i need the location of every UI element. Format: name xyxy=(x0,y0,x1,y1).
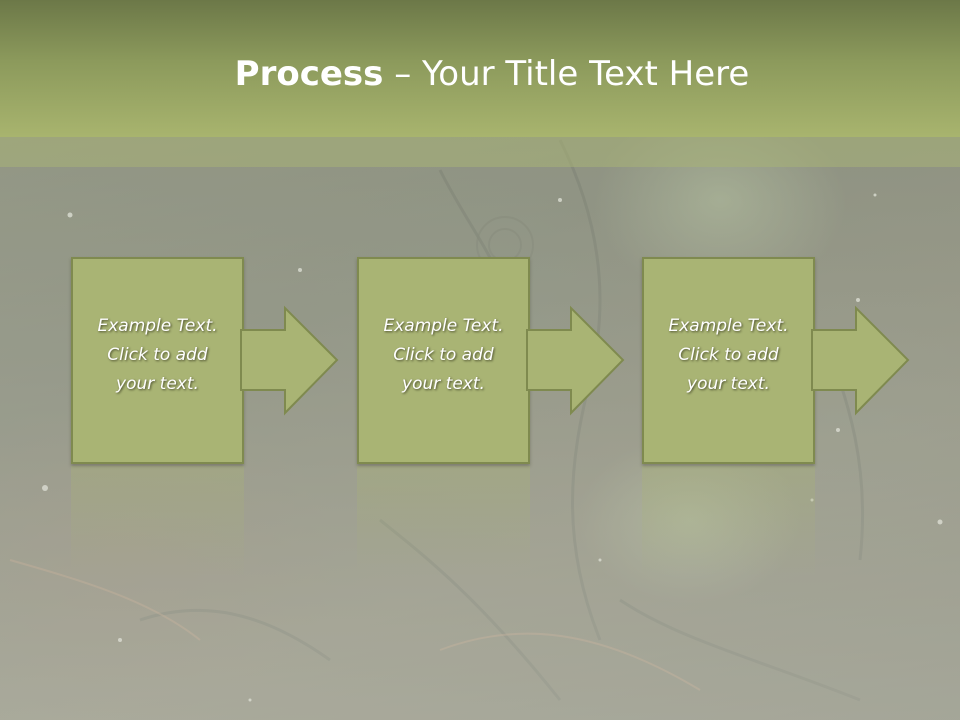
step-1-box[interactable]: Example Text. Click to add your text. xyxy=(71,257,244,464)
step-1-reflection xyxy=(71,466,244,576)
slide-title-bold: Process xyxy=(234,54,384,94)
step-2-line-1: Example Text. xyxy=(383,316,504,336)
step-1-line-1: Example Text. xyxy=(97,316,218,336)
title-banner xyxy=(0,0,960,137)
step-2-line-3: your text. xyxy=(402,374,485,394)
title-banner-strip xyxy=(0,137,960,167)
step-3-box[interactable]: Example Text. Click to add your text. xyxy=(642,257,815,464)
step-3-line-2: Click to add xyxy=(678,345,779,365)
slide-title-rest: Your Title Text Here xyxy=(422,54,750,94)
slide-title[interactable]: Process – Your Title Text Here xyxy=(0,52,960,96)
step-1-arrow-icon xyxy=(240,305,339,416)
step-3-text: Example Text. Click to add your text. xyxy=(644,312,813,399)
slide-title-separator: – xyxy=(383,54,423,94)
step-1-text: Example Text. Click to add your text. xyxy=(73,312,242,399)
step-2-box[interactable]: Example Text. Click to add your text. xyxy=(357,257,530,464)
step-1-line-2: Click to add xyxy=(107,345,208,365)
step-3-reflection xyxy=(642,466,815,576)
step-3-arrow-icon xyxy=(811,305,910,416)
step-2-reflection xyxy=(357,466,530,576)
step-3-line-1: Example Text. xyxy=(668,316,789,336)
step-2-arrow-icon xyxy=(526,305,625,416)
step-2-text: Example Text. Click to add your text. xyxy=(359,312,528,399)
step-3-line-3: your text. xyxy=(687,374,770,394)
step-2-line-2: Click to add xyxy=(393,345,494,365)
step-1-line-3: your text. xyxy=(116,374,199,394)
